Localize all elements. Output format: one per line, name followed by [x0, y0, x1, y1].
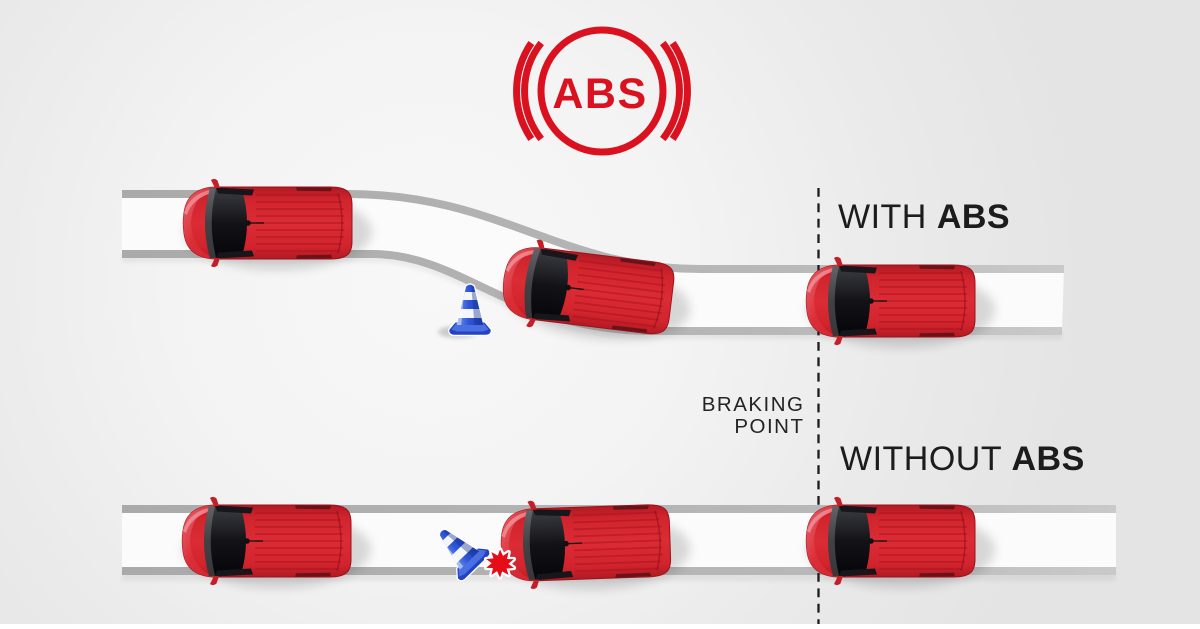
svg-text:ABS: ABS: [552, 70, 647, 118]
svg-text:BRAKING: BRAKING: [702, 393, 805, 416]
svg-text:WITH ABS: WITH ABS: [838, 198, 1010, 236]
svg-text:WITHOUT ABS: WITHOUT ABS: [840, 440, 1085, 478]
svg-text:POINT: POINT: [734, 415, 804, 438]
